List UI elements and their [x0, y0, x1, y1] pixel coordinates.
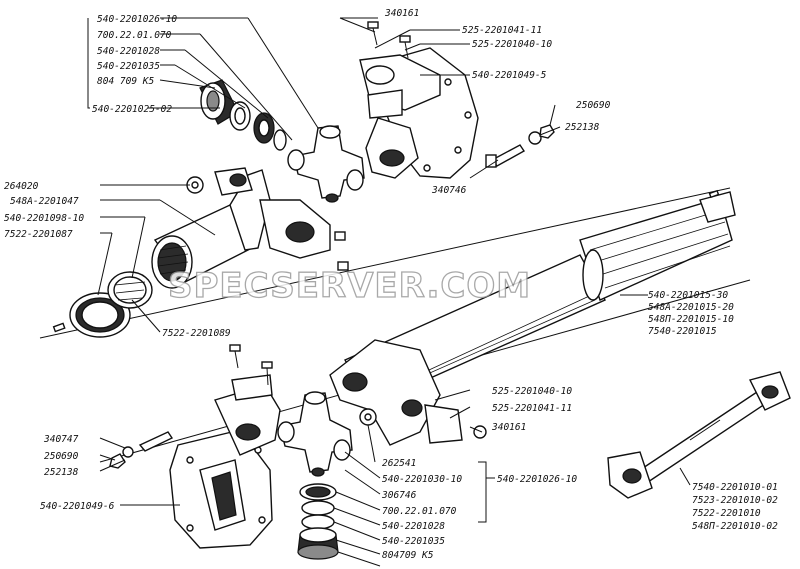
cross-lower	[277, 391, 353, 477]
label-540-2201049-6: 540-2201049-6	[40, 501, 115, 512]
label-340161-top: 340161	[384, 8, 419, 19]
label-262541: 262541	[382, 458, 416, 469]
label-548a-2201047: 548A-2201047	[10, 196, 79, 207]
label-540-2201028: 540-2201028	[97, 46, 160, 57]
label-7540-2201015: 7540-2201015	[648, 326, 717, 337]
label-540-2201049-5: 540-2201049-5	[472, 70, 547, 81]
label-264020: 264020	[4, 181, 39, 192]
label-540-2201015-30: 540-2201015-30	[648, 290, 728, 301]
label-804709k5-lower: 804709 K5	[382, 550, 434, 561]
part-labels: 540-2201026-10 700.22.01.070 540-2201028…	[4, 8, 778, 561]
bearing-set-lower	[297, 483, 339, 560]
leader-lines	[87, 17, 691, 567]
label-540-2201025-02: 540-2201025-02	[92, 104, 172, 115]
axis-line-upper	[39, 187, 731, 339]
label-804709k5: 804 709 K5	[97, 76, 154, 87]
nut-lower	[359, 408, 377, 426]
assembled-shaft-thumbnail	[607, 371, 791, 499]
label-540-2201026-10: 540-2201026-10	[97, 14, 177, 25]
watermark: SPECSERVER.COM	[168, 266, 531, 306]
flange-yoke-upper	[359, 47, 479, 179]
label-525-2201041-11-top: 525-2201041-11	[462, 25, 542, 36]
label-540-2201035-lower: 540-2201035	[382, 536, 445, 547]
label-700-22-01-070: 700.22.01.070	[97, 30, 172, 41]
label-700-22-01-070-lower: 700.22.01.070	[382, 506, 457, 517]
label-7522-2201089: 7522-2201089	[162, 328, 231, 339]
pin-marker-right	[708, 189, 720, 199]
label-252138-top: 252138	[565, 122, 600, 133]
seal-rings-left	[52, 271, 153, 338]
flange-yoke-lower	[169, 374, 281, 549]
label-540-2201030-10: 540-2201030-10	[382, 474, 462, 485]
sliding-yoke	[151, 167, 331, 289]
label-525-2201040-10-lower: 525-2201040-10	[492, 386, 572, 397]
label-340747: 340747	[43, 434, 79, 445]
label-540-2201028-lower: 540-2201028	[382, 521, 445, 532]
label-250690-lower: 250690	[44, 451, 79, 462]
cross-upper	[287, 125, 365, 203]
small-bolts-yoke	[334, 231, 349, 271]
label-250690-top: 250690	[576, 100, 611, 111]
label-540-2201026-10-lower: 540-2201026-10	[497, 474, 577, 485]
label-7523-2201010-02: 7523-2201010-02	[692, 495, 778, 506]
fixed-yoke-lower	[329, 339, 487, 446]
label-252138-lower: 252138	[44, 467, 79, 478]
label-540-2201035: 540-2201035	[97, 61, 160, 72]
label-548p-2201015-10: 548П-2201015-10	[648, 314, 734, 325]
label-7522-2201087: 7522-2201087	[4, 229, 73, 240]
label-7522-2201010: 7522-2201010	[692, 508, 761, 519]
label-525-2201040-10-top: 525-2201040-10	[472, 39, 552, 50]
label-548a-2201015-20: 548A-2201015-20	[648, 302, 734, 313]
label-306746: 306746	[381, 490, 417, 501]
label-525-2201041-11-lower: 525-2201041-11	[492, 403, 572, 414]
label-548p-2201010-02: 548П-2201010-02	[692, 521, 778, 532]
label-540-2201098-10: 540-2201098-10	[4, 213, 84, 224]
bearing-set-upper	[199, 79, 287, 151]
label-7540-2201010-01: 7540-2201010-01	[692, 482, 778, 493]
label-340746: 340746	[431, 185, 467, 196]
bolts-lower	[109, 344, 273, 469]
bolt-nut-right	[485, 124, 555, 168]
bolts-upper	[367, 21, 411, 59]
label-340161-lower: 340161	[491, 422, 526, 433]
